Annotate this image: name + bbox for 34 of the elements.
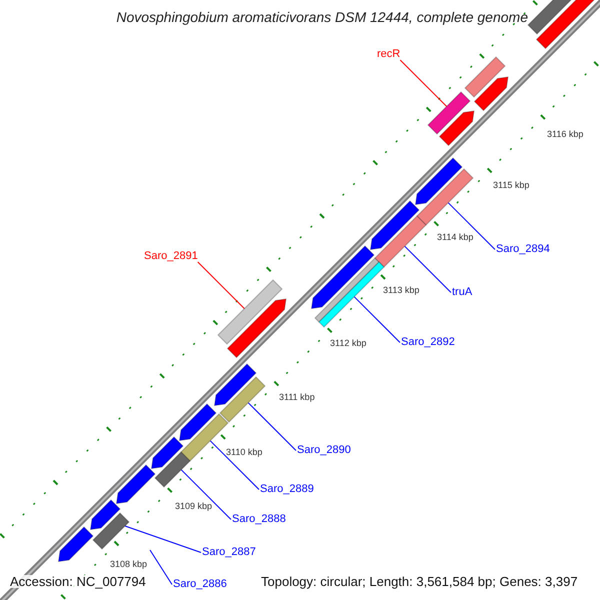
gene-bar (416, 168, 474, 226)
gene-label: Saro_2887 (202, 547, 256, 558)
leader-line (210, 440, 260, 490)
gene-label: truA (452, 287, 472, 298)
gene-label: Saro_2892 (401, 337, 455, 348)
gene-bar (219, 376, 266, 423)
gene-bar (154, 451, 191, 488)
scale-label: 3110 kbp (226, 448, 262, 457)
scale-label: 3114 kbp (437, 233, 474, 242)
scale-label: 3113 kbp (383, 286, 420, 295)
gene-bar (92, 512, 130, 550)
leader-line (248, 402, 296, 451)
gene-bar (217, 279, 283, 345)
gene-label: Saro_2886 (173, 579, 227, 590)
gene-label: Saro_2894 (496, 244, 550, 255)
scale-label: 3116 kbp (547, 130, 584, 139)
leader-line (197, 262, 245, 310)
leader-line (354, 296, 400, 343)
genome-info-text: Topology: circular; Length: 3,561,584 bp; Genes: 3,397 (261, 575, 578, 588)
gene-label: Saro_2890 (297, 445, 351, 456)
leader-line (124, 526, 202, 553)
gene-label: Saro_2889 (260, 484, 314, 495)
leader-line (150, 550, 172, 585)
leader-line (404, 246, 452, 293)
gene-bar (374, 215, 427, 268)
leader-line (180, 469, 232, 520)
gene-label: Saro_2888 (232, 514, 286, 525)
gene-label: Saro_2891 (144, 251, 198, 262)
gene-label: recR (377, 49, 400, 60)
leader-line (400, 60, 448, 107)
accession-text: Accession: NC_007794 (10, 575, 146, 588)
title: Novosphingobium aromaticivorans DSM 12444, complete genome (116, 10, 528, 24)
leader-line (448, 202, 496, 250)
gene-bar (427, 91, 471, 135)
